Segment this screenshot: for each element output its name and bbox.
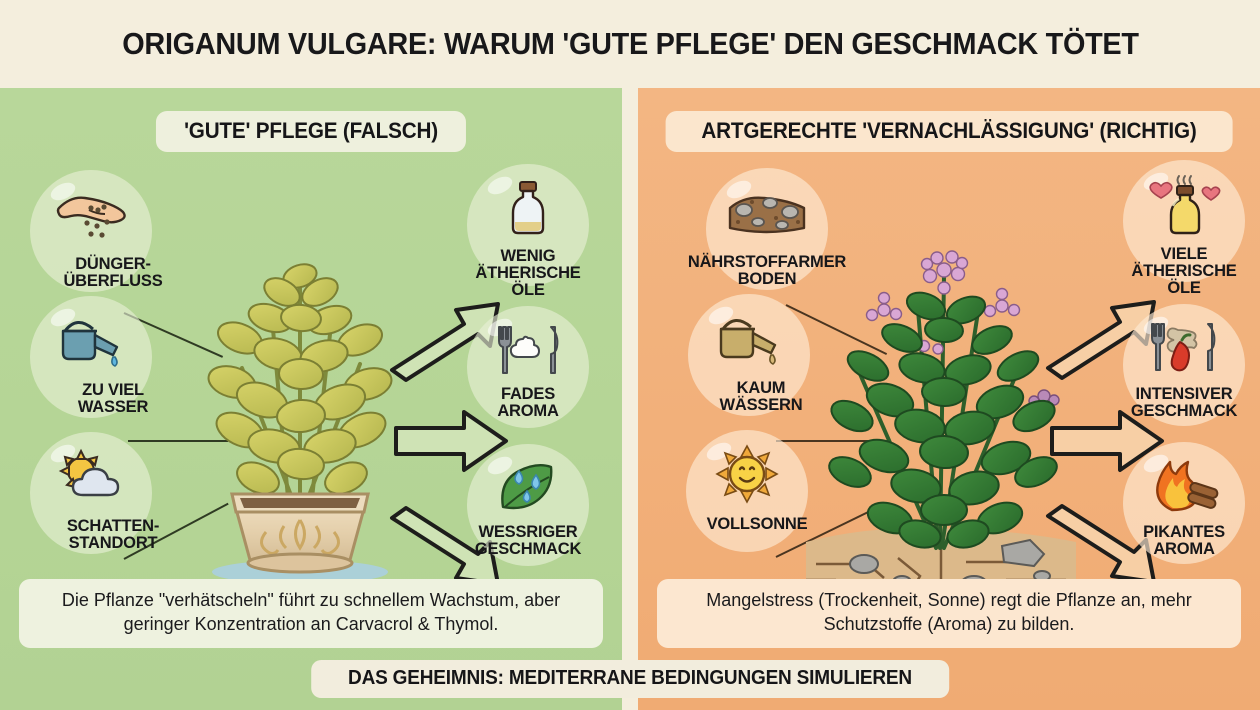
effect-bubble-3	[467, 444, 589, 566]
effect-label-3: PIKANTES AROMA	[1089, 524, 1260, 558]
effect-bubble-2	[467, 306, 589, 428]
flame-cinnamon-icon	[1123, 458, 1245, 514]
effect-label-1: WENIG ÄTHERISCHE ÖLE	[433, 248, 622, 298]
right-panel-good-neglect: ARTGERECHTE 'VERNACHLÄSSIGUNG' (RICHTIG)	[638, 88, 1260, 710]
cause-label-3-text: VOLLSONNE	[706, 515, 808, 533]
effect-label-2: INTENSIVER GESCHMACK	[1089, 386, 1260, 420]
bottom-banner: DAS GEHEIMNIS: MEDITERRANE BEDINGUNGEN S…	[311, 660, 949, 698]
sun-behind-cloud-icon	[30, 448, 152, 504]
outcome-arrow-right-2	[1048, 406, 1166, 476]
left-panel-heading: 'GUTE' PFLEGE (FALSCH)	[155, 111, 467, 152]
effect-item-intensiver-geschmack[interactable]: INTENSIVER GESCHMACK	[1096, 304, 1260, 436]
watering-can-icon	[30, 312, 152, 368]
effect-bubble-1	[467, 164, 589, 286]
outcome-arrow-right-3	[1042, 504, 1162, 596]
cause-label-1-text: NÄHRSTOFFARMER BODEN	[687, 253, 847, 288]
cause-bubble-1	[30, 170, 152, 292]
effect-label-2: FADES AROMA	[433, 386, 622, 420]
effect-bubble-3	[1123, 442, 1245, 564]
cause-label-2: KAUM WÄSSERN	[666, 380, 856, 414]
watering-can-dry-icon	[688, 310, 810, 366]
cause-bubble-2	[688, 294, 810, 416]
effect-label-2-text: FADES AROMA	[497, 385, 559, 420]
cause-item-schatten-standort[interactable]: SCHATTEN- STANDORT	[18, 432, 208, 558]
cause-bubble-2	[30, 296, 152, 418]
cause-item-zu-viel-wasser[interactable]: ZU VIEL WASSER	[18, 296, 208, 422]
right-caption-text: Mangelstress (Trockenheit, Sonne) regt d…	[706, 590, 1192, 634]
cause-label-1: NÄHRSTOFFARMER BODEN	[652, 254, 882, 288]
left-caption-box: Die Pflanze "verhätscheln" führt zu schn…	[19, 579, 603, 648]
effect-item-pikantes-aroma[interactable]: PIKANTES AROMA	[1096, 442, 1260, 574]
effect-label-3-text: WESSRIGER GESCHMACK	[474, 523, 582, 558]
page-title-text: ORIGANUM VULGARE: WARUM 'GUTE PFLEGE' DE…	[121, 26, 1139, 61]
cause-bubble-3	[30, 432, 152, 554]
effect-label-3-text: PIKANTES AROMA	[1143, 523, 1225, 558]
effect-bubble-1	[1123, 160, 1245, 282]
effect-label-2-text: INTENSIVER GESCHMACK	[1130, 385, 1238, 420]
cause-label-2-text: KAUM WÄSSERN	[719, 379, 803, 414]
cause-item-duenger-ueberfluss[interactable]: DÜNGER- ÜBERFLUSS	[18, 170, 208, 296]
cause-label-2: ZU VIEL WASSER	[18, 382, 208, 416]
cause-label-2-text: ZU VIEL WASSER	[77, 381, 149, 416]
full-oil-bottle-hearts-icon	[1123, 175, 1245, 235]
connector-line-left-2	[128, 440, 228, 442]
effect-label-1-text: VIELE ÄTHERISCHE ÖLE	[1131, 245, 1237, 297]
cause-label-1-text: DÜNGER- ÜBERFLUSS	[63, 255, 163, 290]
left-panel-bad-care: 'GUTE' PFLEGE (FALSCH)	[0, 88, 622, 710]
full-sun-icon	[686, 444, 808, 504]
cause-label-1: DÜNGER- ÜBERFLUSS	[18, 256, 208, 290]
outcome-arrow-left-2	[392, 406, 510, 476]
effect-label-1: VIELE ÄTHERISCHE ÖLE	[1089, 246, 1260, 296]
cause-item-naehrstoffarmer-boden[interactable]: NÄHRSTOFFARMER BODEN	[652, 168, 882, 294]
hand-fertilizer-icon	[30, 186, 152, 242]
empty-oil-bottle-icon	[467, 180, 589, 236]
effect-item-wenig-oele[interactable]: WENIG ÄTHERISCHE ÖLE	[440, 164, 616, 304]
effect-item-wessriger-geschmack[interactable]: WESSRIGER GESCHMACK	[440, 444, 616, 576]
fork-knife-bland-icon	[467, 322, 589, 378]
effect-label-1-text: WENIG ÄTHERISCHE ÖLE	[475, 247, 581, 299]
effect-item-fades-aroma[interactable]: FADES AROMA	[440, 306, 616, 438]
cause-label-3-text: SCHATTEN- STANDORT	[66, 517, 160, 552]
wet-leaf-icon	[467, 460, 589, 516]
stony-poor-soil-icon	[706, 184, 828, 240]
effect-bubble-2	[1123, 304, 1245, 426]
cause-label-3: VOLLSONNE	[662, 516, 852, 533]
cause-bubble-3	[686, 430, 808, 552]
left-plant-illustration	[170, 168, 430, 588]
right-panel-heading: ARTGERECHTE 'VERNACHLÄSSIGUNG' (RICHTIG)	[665, 111, 1233, 152]
bottom-banner-text: DAS GEHEIMNIS: MEDITERRANE BEDINGUNGEN S…	[348, 667, 912, 689]
right-caption-box: Mangelstress (Trockenheit, Sonne) regt d…	[657, 579, 1241, 648]
left-caption-text: Die Pflanze "verhätscheln" führt zu schn…	[61, 590, 561, 634]
fork-knife-chili-icon	[1123, 320, 1245, 376]
outcome-arrow-left-3	[386, 506, 506, 598]
effect-label-3: WESSRIGER GESCHMACK	[433, 524, 622, 558]
cause-item-vollsonne[interactable]: VOLLSONNE	[662, 430, 852, 556]
effect-item-viele-oele[interactable]: VIELE ÄTHERISCHE ÖLE	[1096, 160, 1260, 300]
right-panel-heading-text: ARTGERECHTE 'VERNACHLÄSSIGUNG' (RICHTIG)	[701, 118, 1197, 143]
left-panel-heading-text: 'GUTE' PFLEGE (FALSCH)	[184, 118, 438, 143]
connector-line-right-2	[776, 440, 876, 442]
page-title: ORIGANUM VULGARE: WARUM 'GUTE PFLEGE' DE…	[0, 0, 1260, 88]
cause-label-3: SCHATTEN- STANDORT	[18, 518, 208, 552]
cause-bubble-1	[706, 168, 828, 290]
cause-item-kaum-waessern[interactable]: KAUM WÄSSERN	[666, 294, 856, 420]
